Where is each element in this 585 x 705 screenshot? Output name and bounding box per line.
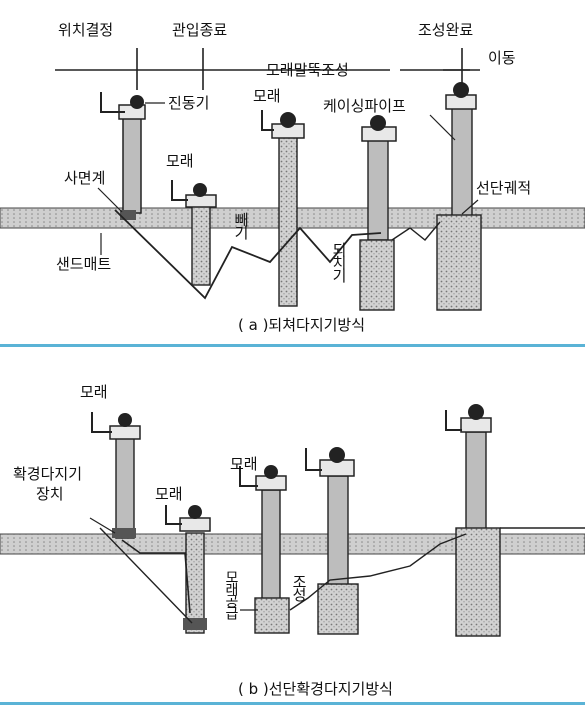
sand-supply-label: 모래공급 — [223, 570, 239, 618]
panel-a-illustration — [0, 48, 585, 311]
process-label: 모래말뚝조성 — [266, 61, 349, 79]
device-label-line2: 장치 — [36, 485, 64, 503]
stage-penetration-end: 관입종료 — [172, 21, 228, 39]
pull-out-label: 빼기 — [232, 212, 250, 238]
casing-pipe-label: 케이싱파이프 — [323, 97, 406, 115]
rig-b-3 — [239, 465, 290, 634]
panel-a-diagram: 위치결정 관입종료 조성완료 모래말뚝조성 이동 진동기 모래 모래 케이싱파이… — [0, 0, 585, 344]
tip-plate-label: 선단궤적 — [476, 179, 532, 197]
sand-label-1: 모래 — [253, 87, 281, 105]
rig-b-2 — [165, 505, 211, 634]
stage-compaction-done: 조성완료 — [418, 21, 474, 39]
rig-3 — [261, 110, 305, 307]
rig-b-5 — [445, 404, 585, 637]
sand-label-b3: 모래 — [155, 485, 183, 503]
rig-5 — [436, 82, 482, 311]
push-back-label: 되치기 — [330, 242, 348, 281]
rig-1 — [100, 92, 146, 220]
sand-label-2: 모래 — [166, 152, 194, 170]
trajectory-line-b — [121, 539, 191, 614]
sand-label-b2: 모래 — [230, 455, 258, 473]
rig-b-4 — [305, 447, 359, 635]
stage-position-set: 위치결정 — [58, 21, 114, 39]
caption-a: ( a )되쳐다지기방식 — [238, 316, 366, 334]
section-divider — [0, 344, 585, 347]
device-label-line1: 확경다지기 — [13, 465, 83, 483]
vibrator-label: 진동기 — [168, 94, 210, 112]
formation-label: 조성 — [290, 574, 308, 600]
panel-b-diagram: 모래 모래 모래 확경다지기 장치 모래공급 조성 ( b )선단확경다지기방식 — [0, 348, 585, 705]
panel-b-illustration — [0, 404, 585, 637]
trajectory-line — [114, 209, 382, 300]
sand-mat-label: 샌드매트 — [56, 255, 112, 273]
inclinometer-label: 사면계 — [64, 169, 106, 187]
move-label: 이동 — [488, 49, 516, 67]
sand-mat-b — [0, 533, 585, 555]
sand-label-b1: 모래 — [80, 383, 108, 401]
bottom-divider — [0, 702, 585, 705]
rig-2 — [171, 180, 217, 286]
rig-4 — [359, 115, 397, 311]
caption-b: ( b )선단확경다지기방식 — [238, 680, 393, 698]
rig-b-1 — [91, 412, 141, 539]
